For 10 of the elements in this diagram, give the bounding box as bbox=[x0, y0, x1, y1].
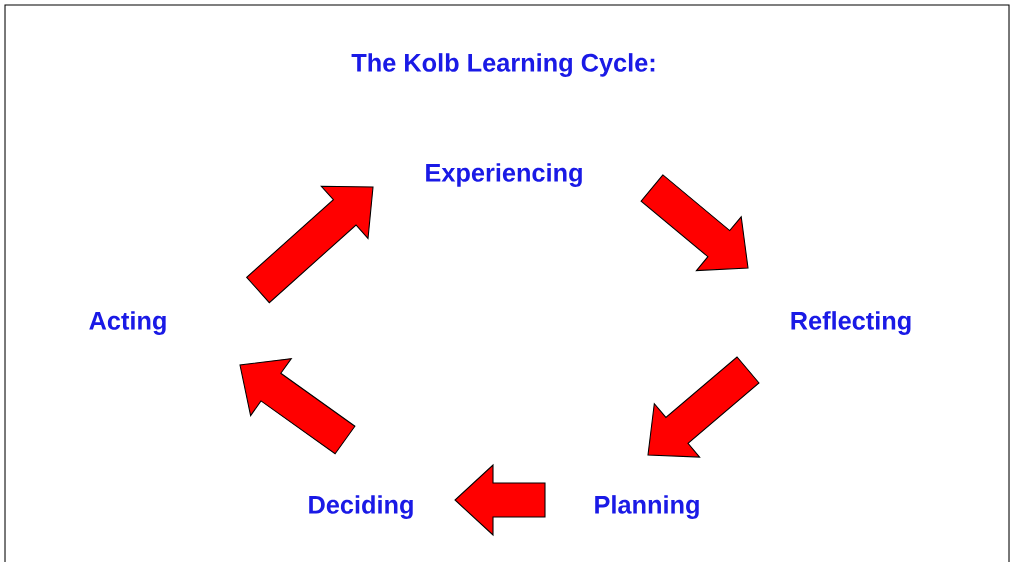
stage-label: Planning bbox=[595, 495, 699, 519]
stage-label: Acting bbox=[89, 311, 166, 335]
block-arrow bbox=[239, 357, 356, 455]
stage-label: Experiencing bbox=[426, 163, 582, 187]
block-arrow bbox=[640, 174, 749, 272]
block-arrow bbox=[647, 356, 760, 458]
title: The Kolb Learning Cycle: bbox=[351, 53, 655, 77]
stage-label: Reflecting bbox=[791, 311, 911, 335]
stage-label: Deciding bbox=[309, 495, 413, 519]
block-arrow bbox=[454, 463, 546, 537]
